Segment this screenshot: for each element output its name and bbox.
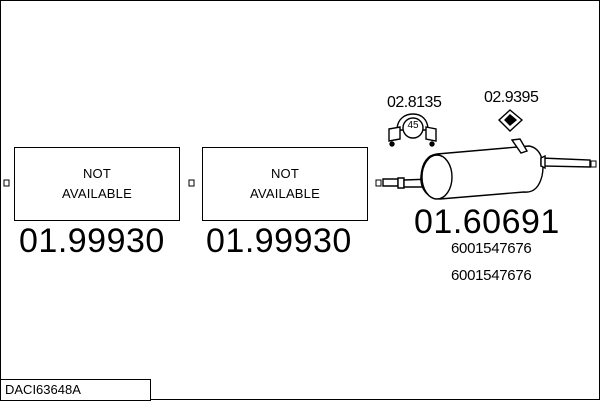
clamp-part-number: 02.8135	[387, 94, 442, 111]
diagram-code: DACI63648A	[5, 382, 81, 397]
status-line-not: NOT	[270, 166, 300, 181]
pipe-joint-end	[590, 160, 597, 168]
oem-number-1: 6001547676	[451, 240, 532, 257]
rubber-hanger-icon	[497, 109, 524, 132]
status-line-available: AVAILABLE	[250, 186, 320, 201]
pipe-joint-middle	[188, 179, 195, 187]
part-not-available-box-1: NOT AVAILABLE	[14, 147, 180, 221]
oem-number-2: 6001547676	[451, 267, 532, 284]
part-number-2: 01.99930	[206, 222, 352, 260]
hanger-part-number: 02.9395	[484, 89, 539, 106]
pipe-joint-right	[375, 179, 382, 187]
clamp-icon	[388, 113, 437, 147]
rear-silencer-icon	[382, 138, 591, 200]
clamp-badge: 45	[407, 120, 419, 131]
status-line-not: NOT	[82, 166, 112, 181]
rear-silencer-part-number: 01.60691	[414, 203, 560, 241]
status-line-available: AVAILABLE	[62, 186, 132, 201]
diagram-code-box: DACI63648A	[0, 379, 151, 401]
part-not-available-box-2: NOT AVAILABLE	[202, 147, 368, 221]
part-number-1: 01.99930	[19, 222, 165, 260]
pipe-joint-left	[3, 179, 10, 187]
